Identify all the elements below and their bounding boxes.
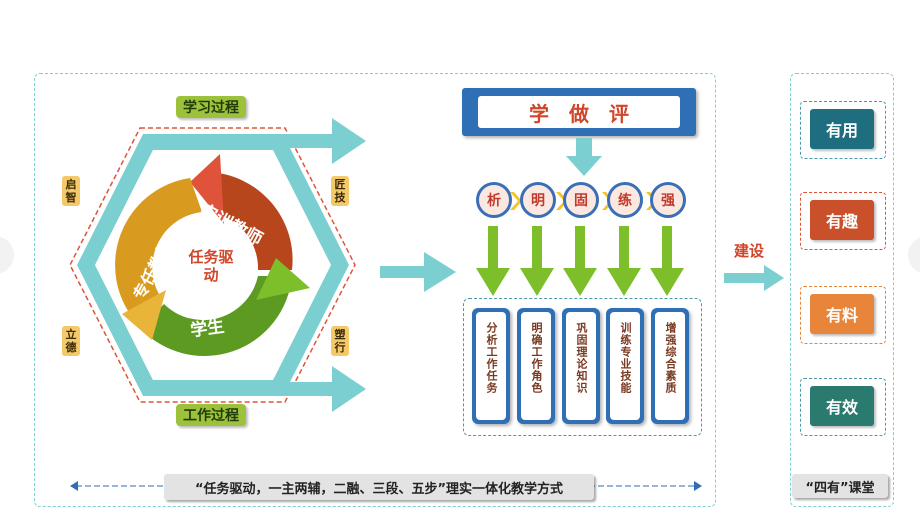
main-frame (34, 73, 716, 507)
card-strengthen-quality-text: 增强综合素质 (664, 322, 677, 394)
four-have-footer: “四有”课堂 (792, 474, 888, 498)
card-clarify-role: 明确工作角色 (517, 308, 555, 424)
xzp-header-text: 学 做 评 (478, 96, 680, 128)
build-arrow (724, 265, 784, 291)
have-content-box: 有料 (800, 286, 886, 344)
outer-dashed-hexagon (69, 127, 356, 403)
have-fun-box: 有趣 (800, 192, 886, 250)
card-consolidate-theory: 巩固理论知识 (562, 308, 600, 424)
build-label: 建设 (734, 242, 765, 260)
side-label-top-right: 匠技 (331, 176, 349, 206)
side-label-bottom-left: 立德 (62, 326, 80, 356)
card-strengthen-quality: 增强综合素质 (651, 308, 689, 424)
card-analyze-task-text: 分析工作任务 (485, 322, 498, 394)
right-edge-decoration (908, 236, 920, 274)
have-effective-box: 有效 (800, 378, 886, 436)
process-bottom-label: 工作过程 (176, 404, 246, 426)
bottom-banner: “任务驱动，一主两辅，二融、三段、五步”理实一体化教学方式 (164, 474, 594, 500)
card-clarify-role-text: 明确工作角色 (530, 322, 543, 394)
card-analyze-task: 分析工作任务 (472, 308, 510, 424)
side-label-top-left: 启智 (62, 176, 80, 206)
xzp-header: 学 做 评 (462, 88, 696, 136)
card-train-skills-text: 训练专业技能 (619, 322, 632, 394)
segment-yellow (115, 178, 202, 322)
cycle-diagram (69, 118, 366, 412)
cards-frame (463, 298, 702, 436)
have-useful-box: 有用 (800, 101, 886, 159)
have-effective-button: 有效 (810, 386, 874, 426)
four-have-frame (790, 73, 894, 507)
step-circle-train: 练 (607, 182, 643, 218)
left-edge-decoration (0, 236, 14, 274)
segment-red (208, 172, 293, 270)
step-circle-analyze: 析 (476, 182, 512, 218)
segment-green-head (256, 258, 310, 300)
card-consolidate-theory-text: 巩固理论知识 (575, 322, 588, 394)
card-train-skills: 训练专业技能 (606, 308, 644, 424)
top-arrow (275, 118, 366, 164)
green-down-arrows (476, 226, 684, 296)
step-circle-consolidate: 固 (563, 182, 599, 218)
segment-green (140, 276, 292, 356)
segment-yellow-head (122, 290, 166, 340)
header-down-arrow (566, 138, 602, 176)
step-circle-clarify: 明 (520, 182, 556, 218)
have-content-button: 有料 (810, 294, 874, 334)
have-useful-button: 有用 (810, 109, 874, 149)
bottom-arrow (275, 366, 366, 412)
have-fun-button: 有趣 (810, 200, 874, 240)
cycle-green-label: 学生 (189, 316, 226, 342)
process-top-label: 学习过程 (176, 96, 246, 118)
cycle-center-label: 任务驱动 (188, 248, 234, 284)
side-label-bottom-right: 塑行 (331, 326, 349, 356)
middle-arrow (380, 252, 456, 292)
center-circle (170, 225, 250, 305)
segment-red-head (190, 154, 224, 224)
step-circle-strengthen: 强 (650, 182, 686, 218)
